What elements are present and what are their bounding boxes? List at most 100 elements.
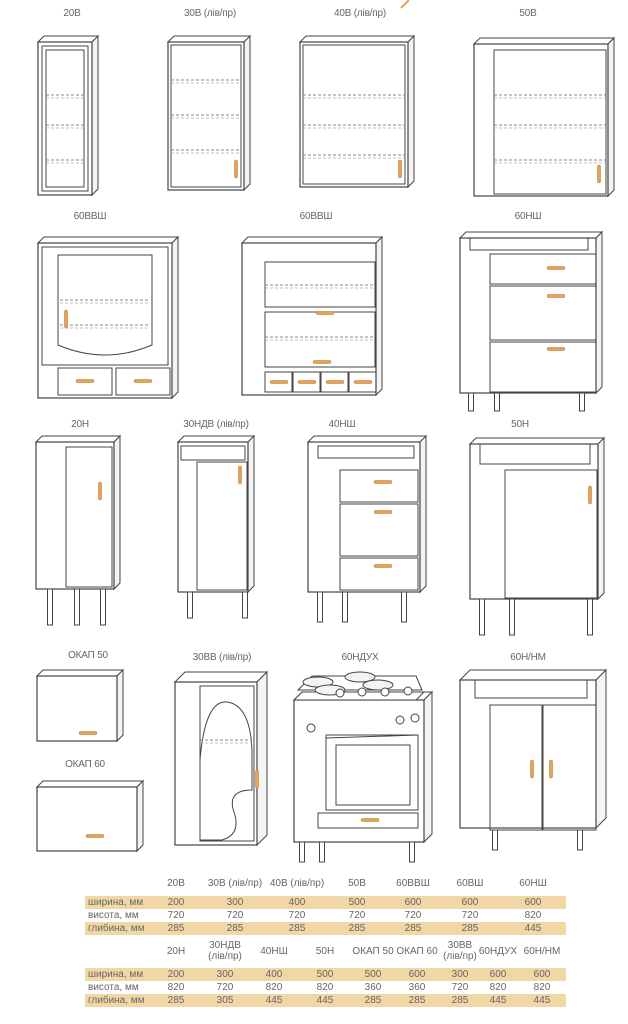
cabinet-60nsh [458, 230, 604, 412]
table-cell: 445 [533, 995, 551, 1006]
table-cell: 820 [524, 910, 542, 921]
column-header: 60НДУХ [478, 946, 518, 957]
item-label: 60Н/НМ [510, 652, 546, 663]
table-cell: 445 [524, 923, 542, 934]
column-header: 50В [348, 878, 366, 889]
table-cell: 720 [288, 910, 306, 921]
table-cell: 285 [451, 995, 469, 1006]
cabinet-20n [34, 434, 122, 626]
hood-okap-60 [35, 779, 145, 853]
table-cell: 400 [265, 969, 283, 980]
column-header: 30В (лів/пр) [207, 878, 263, 889]
cabinet-50n [468, 436, 606, 636]
cabinet-60vvsh-open [240, 235, 384, 397]
table-cell: 820 [316, 982, 334, 993]
cabinet-40v [298, 34, 416, 189]
table-band [85, 922, 566, 935]
table-cell: 300 [226, 897, 244, 908]
table-cell: 360 [408, 982, 426, 993]
table-cell: 600 [461, 897, 479, 908]
row-label: висота, мм [88, 910, 139, 921]
column-header: 30НДВ (лів/пр) [208, 940, 242, 962]
column-header: 20Н [166, 946, 186, 957]
cabinet-30vv [173, 670, 269, 847]
item-label: 60НШ [514, 211, 542, 222]
table-cell: 200 [167, 897, 185, 908]
table-cell: 285 [461, 923, 479, 934]
hood-okap-50 [35, 668, 125, 743]
item-label: 40В (лів/пр) [334, 8, 386, 19]
table-cell: 285 [408, 995, 426, 1006]
table-cell: 285 [167, 995, 185, 1006]
cabinet-30v [166, 34, 252, 192]
table-cell: 400 [288, 897, 306, 908]
row-label: глибина, мм [88, 923, 145, 934]
table-cell: 285 [364, 995, 382, 1006]
item-label: 50В [519, 8, 537, 19]
table-cell: 445 [489, 995, 507, 1006]
table-cell: 720 [451, 982, 469, 993]
item-label: 60НДУХ [341, 652, 379, 663]
cabinet-20v [36, 34, 100, 197]
table-cell: 720 [348, 910, 366, 921]
item-label: 30НДВ (лів/пр) [183, 419, 249, 430]
table-cell: 820 [167, 982, 185, 993]
table-band [85, 994, 566, 1007]
cabinet-30ndv [176, 434, 256, 619]
table-cell: 720 [404, 910, 422, 921]
table-cell: 820 [533, 982, 551, 993]
item-label: ОКАП 60 [65, 759, 105, 770]
table-cell: 285 [348, 923, 366, 934]
column-header: 60Н/НМ [523, 946, 561, 957]
item-label: 20В [63, 8, 81, 19]
table-cell: 720 [226, 910, 244, 921]
column-header: 40В (лів/пр) [269, 878, 325, 889]
table-cell: 360 [364, 982, 382, 993]
column-header: ОКАП 60 [396, 946, 438, 957]
column-header: 50Н [315, 946, 335, 957]
column-header: 60ВШ [456, 878, 484, 889]
table-band [85, 968, 566, 981]
table-cell: 600 [489, 969, 507, 980]
table-cell: 445 [316, 995, 334, 1006]
table-cell: 820 [489, 982, 507, 993]
cabinet-40nsh [306, 434, 428, 623]
table-cell: 305 [216, 995, 234, 1006]
column-header: 40НШ [260, 946, 288, 957]
table-cell: 720 [167, 910, 185, 921]
table-cell: 285 [167, 923, 185, 934]
cabinet-50v [472, 36, 616, 198]
item-label: 30В (лів/пр) [184, 8, 236, 19]
item-label: 60ВВШ [299, 211, 333, 222]
table-cell: 720 [216, 982, 234, 993]
table-cell: 500 [316, 969, 334, 980]
cabinet-60n-nm [458, 668, 608, 851]
column-header: 60НШ [519, 878, 547, 889]
row-label: глибина, мм [88, 995, 145, 1006]
table-cell: 500 [364, 969, 382, 980]
row-label: ширина, мм [88, 897, 144, 908]
stove-60nduh [292, 671, 434, 863]
table-cell: 720 [461, 910, 479, 921]
item-label: 50Н [511, 419, 529, 430]
item-label: ОКАП 50 [68, 650, 108, 661]
table-cell: 600 [533, 969, 551, 980]
column-header: ОКАП 50 [352, 946, 394, 957]
row-label: ширина, мм [88, 969, 144, 980]
table-cell: 600 [404, 897, 422, 908]
item-label: 60ВВШ [73, 211, 107, 222]
table-cell: 285 [404, 923, 422, 934]
table-cell: 285 [288, 923, 306, 934]
table-cell: 600 [408, 969, 426, 980]
cabinet-60vvsh-glass [36, 235, 180, 400]
column-header: 60ВВШ [396, 878, 430, 889]
item-label: 30ВВ (лів/пр) [192, 652, 252, 663]
table-band [85, 896, 566, 909]
item-label: 20Н [71, 419, 89, 430]
row-label: висота, мм [88, 982, 139, 993]
table-cell: 500 [348, 897, 366, 908]
column-header: 20В [167, 878, 185, 889]
column-header: 30ВВ (лів/пр) [443, 940, 477, 962]
table-cell: 285 [226, 923, 244, 934]
